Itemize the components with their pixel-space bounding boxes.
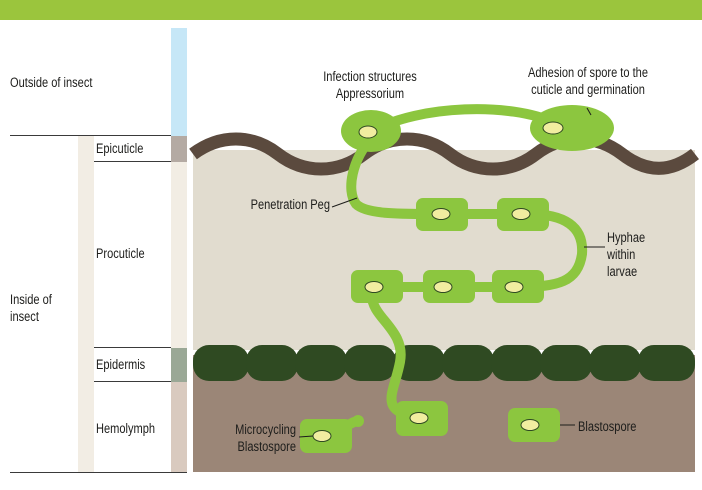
infection-structures-label: Infection structures Appressorium xyxy=(323,69,417,101)
layer-label-epicuticle: Epicuticle xyxy=(96,141,144,156)
divider-outside xyxy=(10,135,171,136)
layer-label-hemolymph: Hemolymph xyxy=(96,421,156,436)
divider-epidermis xyxy=(94,381,171,382)
divider-procuticle xyxy=(94,347,171,348)
inside-color-strip xyxy=(78,136,94,472)
penetration-peg-label: Penetration Peg xyxy=(250,197,330,212)
nucleus xyxy=(312,208,540,442)
procuticle-layer xyxy=(193,150,695,350)
divider-epicuticle xyxy=(94,161,171,162)
epidermis-color-strip xyxy=(171,348,187,382)
layer-label-epidermis: Epidermis xyxy=(96,357,146,372)
hyphae-label: Hyphae within larvae xyxy=(607,230,646,279)
microcycling-blastospore-label: Microcycling Blastospore xyxy=(235,422,296,454)
procuticle-color-strip xyxy=(171,162,187,348)
appressorium-cell xyxy=(341,110,401,152)
germinating-spore xyxy=(530,105,614,151)
epidermis-cells xyxy=(193,345,695,381)
leader-lines xyxy=(298,107,605,438)
epicuticle-layer xyxy=(189,132,700,176)
outside-label: Outside of insect xyxy=(10,75,93,90)
header-bar xyxy=(0,0,702,20)
inside-label: Inside of insect xyxy=(10,292,52,324)
adhesion-label: Adhesion of spore to the cuticle and ger… xyxy=(527,65,649,97)
divider-bottom xyxy=(10,472,187,473)
outside-color-strip xyxy=(171,28,187,136)
hemolymph-color-strip xyxy=(171,382,187,472)
layer-label-procuticle: Procuticle xyxy=(96,246,145,261)
blastospore-label: Blastospore xyxy=(578,419,637,434)
epicuticle-color-strip xyxy=(171,136,187,162)
